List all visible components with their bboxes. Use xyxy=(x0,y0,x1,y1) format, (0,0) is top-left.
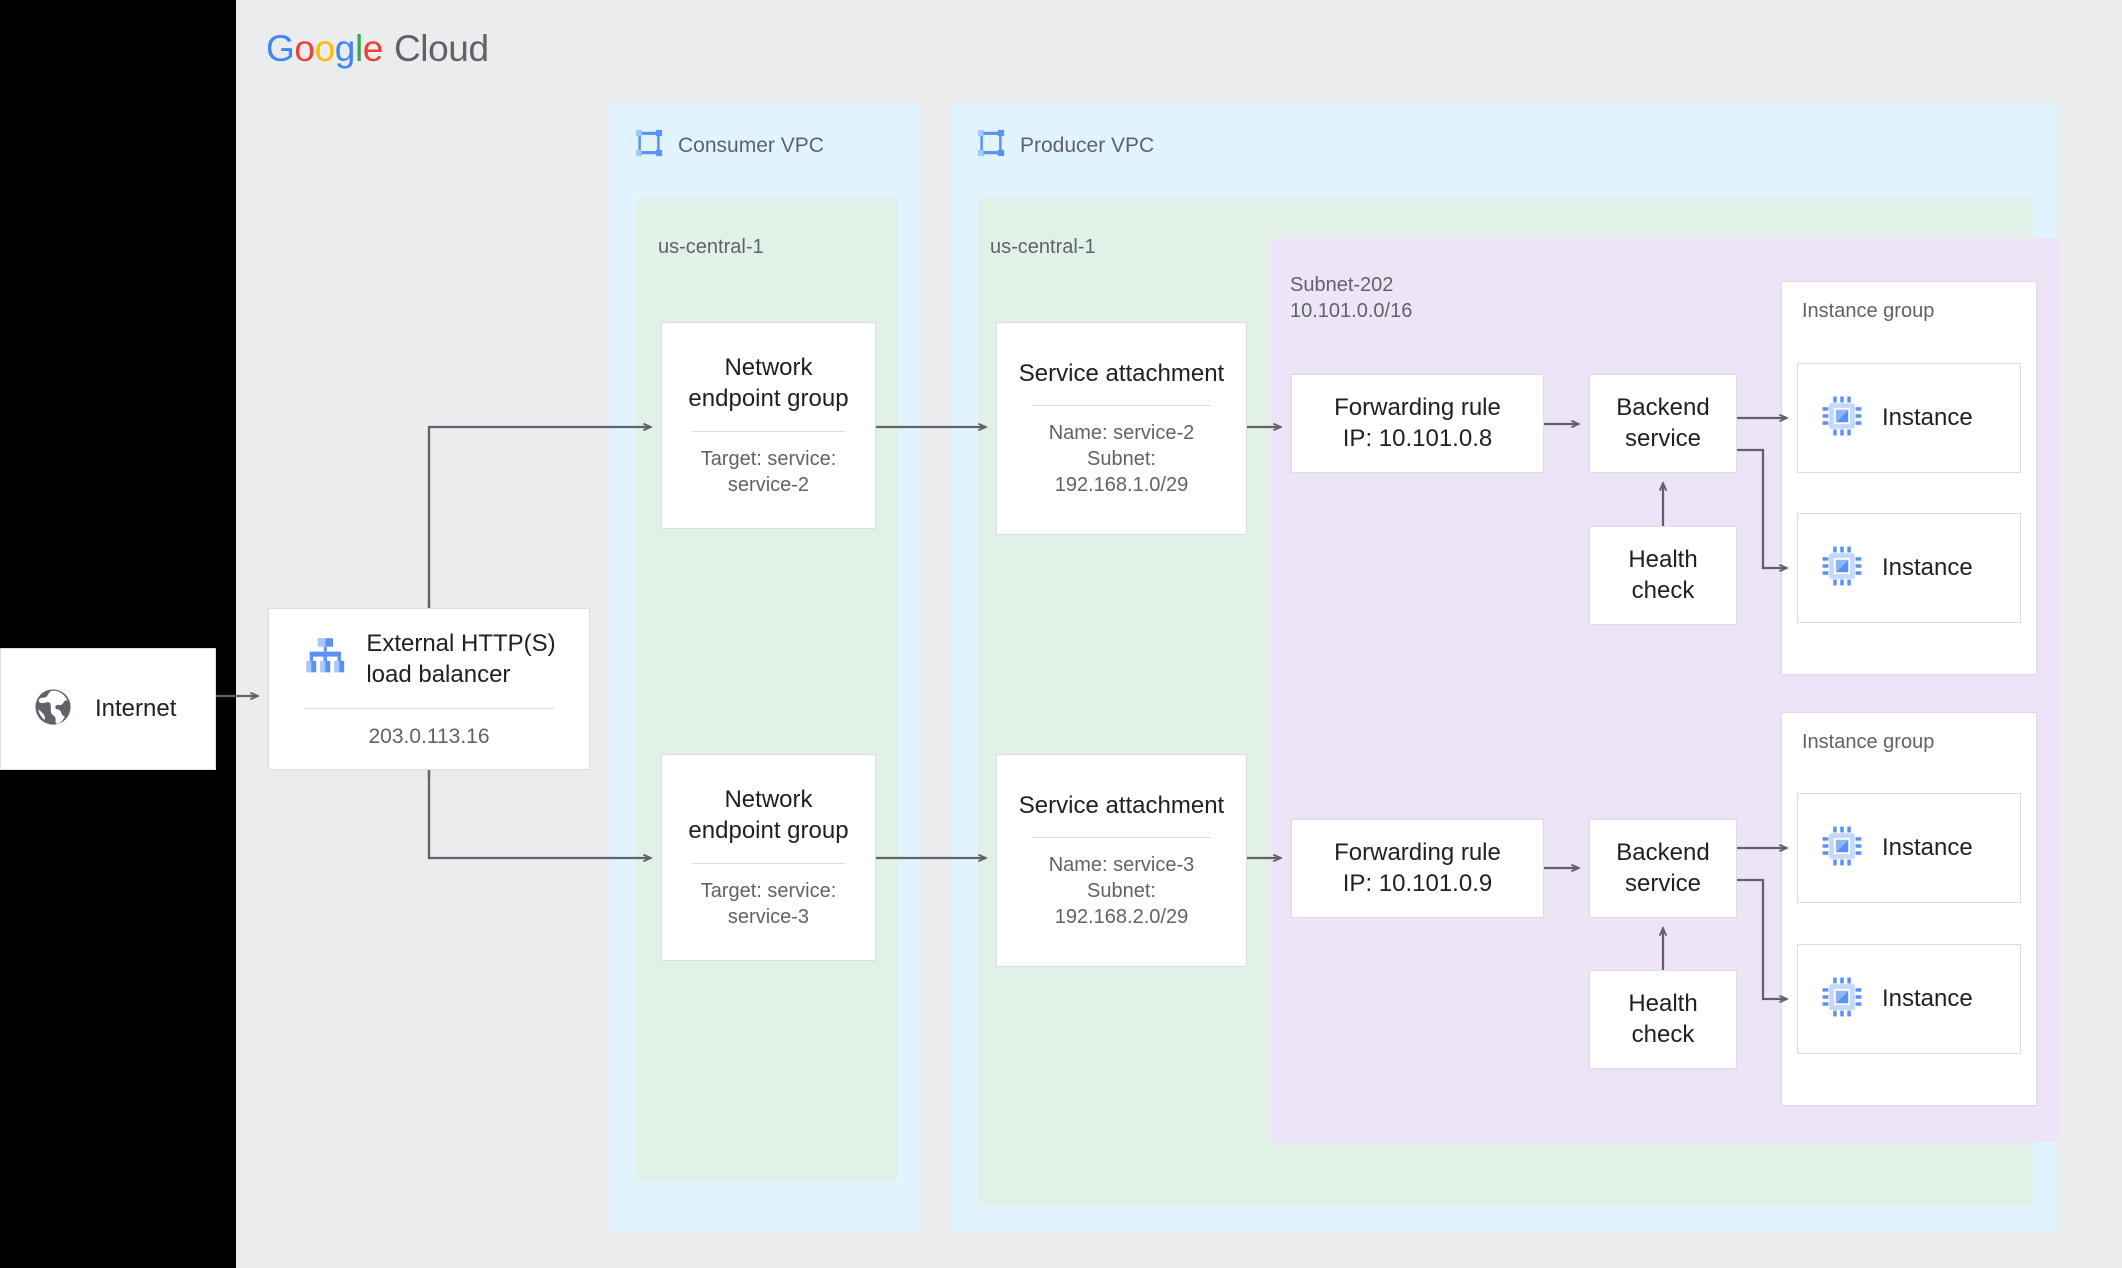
instance-2-1-label: Instance xyxy=(1882,834,1973,861)
google-wordmark: Google xyxy=(266,28,383,69)
consumer-vpc-label: Consumer VPC xyxy=(678,134,824,157)
load-balancer-ip: 203.0.113.16 xyxy=(368,725,490,749)
instance-2-2-label: Instance xyxy=(1882,985,1973,1012)
health-check-2[interactable]: Health check xyxy=(1589,970,1737,1069)
vpc-icon xyxy=(634,128,664,164)
load-balancer-title: External HTTP(S) load balancer xyxy=(366,629,556,688)
neg-1-target: Target: service: service-2 xyxy=(700,447,837,496)
internet-node[interactable]: Internet xyxy=(0,648,216,770)
load-balancer-header: External HTTP(S) load balancer xyxy=(269,629,589,690)
service-attachment-1[interactable]: Service attachment Name: service-2 Subne… xyxy=(996,322,1247,535)
external-http-load-balancer[interactable]: External HTTP(S) load balancer 203.0.113… xyxy=(268,608,590,770)
backend-service-2[interactable]: Backend service xyxy=(1589,819,1737,918)
cloud-wordmark: Cloud xyxy=(393,28,489,69)
internet-label: Internet xyxy=(95,695,177,722)
forwarding-rule-1-title: Forwarding rule IP: 10.101.0.8 xyxy=(1334,393,1501,452)
instance-1-1-label: Instance xyxy=(1882,404,1973,431)
divider xyxy=(691,862,846,864)
instance-1-2-label: Instance xyxy=(1882,554,1973,581)
forwarding-rule-1[interactable]: Forwarding rule IP: 10.101.0.8 xyxy=(1291,374,1544,473)
divider xyxy=(304,708,554,710)
instance-chip-icon xyxy=(1820,824,1864,873)
forwarding-rule-2-title: Forwarding rule IP: 10.101.0.9 xyxy=(1334,838,1501,897)
health-check-1-title: Health check xyxy=(1628,545,1698,604)
instance-chip-icon xyxy=(1820,544,1864,593)
consumer-vpc-header: Consumer VPC xyxy=(634,128,824,164)
network-endpoint-group-2[interactable]: Network endpoint group Target: service: … xyxy=(661,754,876,961)
neg-1-title: Network endpoint group xyxy=(688,354,849,412)
instance-group-2-label: Instance group xyxy=(1802,731,1935,753)
consumer-region-label: us-central-1 xyxy=(658,236,764,258)
instance-2-1[interactable]: Instance xyxy=(1797,793,2021,903)
backend-service-2-title: Backend service xyxy=(1616,838,1710,897)
divider xyxy=(691,430,846,432)
instance-2-2[interactable]: Instance xyxy=(1797,944,2021,1054)
instance-1-2[interactable]: Instance xyxy=(1797,513,2021,623)
producer-vpc-header: Producer VPC xyxy=(976,128,1154,164)
divider xyxy=(1031,405,1212,407)
vpc-icon xyxy=(976,128,1006,164)
health-check-2-title: Health check xyxy=(1628,989,1698,1048)
subnet-name: Subnet-202 xyxy=(1290,274,1394,296)
subnet-202-label: Subnet-202 10.101.0.0/16 xyxy=(1290,272,1412,324)
divider xyxy=(1031,837,1212,839)
producer-region-label: us-central-1 xyxy=(990,236,1096,258)
backend-service-1[interactable]: Backend service xyxy=(1589,374,1737,473)
service-attachment-2-title: Service attachment xyxy=(1018,791,1225,819)
backend-service-1-title: Backend service xyxy=(1616,393,1710,452)
service-attachment-2[interactable]: Service attachment Name: service-3 Subne… xyxy=(996,754,1247,967)
network-endpoint-group-1[interactable]: Network endpoint group Target: service: … xyxy=(661,322,876,529)
instance-group-1-label: Instance group xyxy=(1802,300,1935,322)
neg-2-title: Network endpoint group xyxy=(688,786,849,844)
instance-chip-icon xyxy=(1820,975,1864,1024)
service-attachment-2-details: Name: service-3 Subnet: 192.168.2.0/29 xyxy=(1048,854,1195,929)
health-check-1[interactable]: Health check xyxy=(1589,526,1737,625)
forwarding-rule-2[interactable]: Forwarding rule IP: 10.101.0.9 xyxy=(1291,819,1544,918)
neg-2-target: Target: service: service-3 xyxy=(700,879,837,928)
instance-chip-icon xyxy=(1820,394,1864,443)
service-attachment-1-details: Name: service-2 Subnet: 192.168.1.0/29 xyxy=(1048,422,1195,497)
load-balancer-icon xyxy=(302,634,348,685)
subnet-cidr: 10.101.0.0/16 xyxy=(1290,300,1413,322)
service-attachment-1-title: Service attachment xyxy=(1018,359,1225,387)
globe-icon xyxy=(31,685,75,734)
instance-1-1[interactable]: Instance xyxy=(1797,363,2021,473)
producer-vpc-label: Producer VPC xyxy=(1020,134,1155,157)
